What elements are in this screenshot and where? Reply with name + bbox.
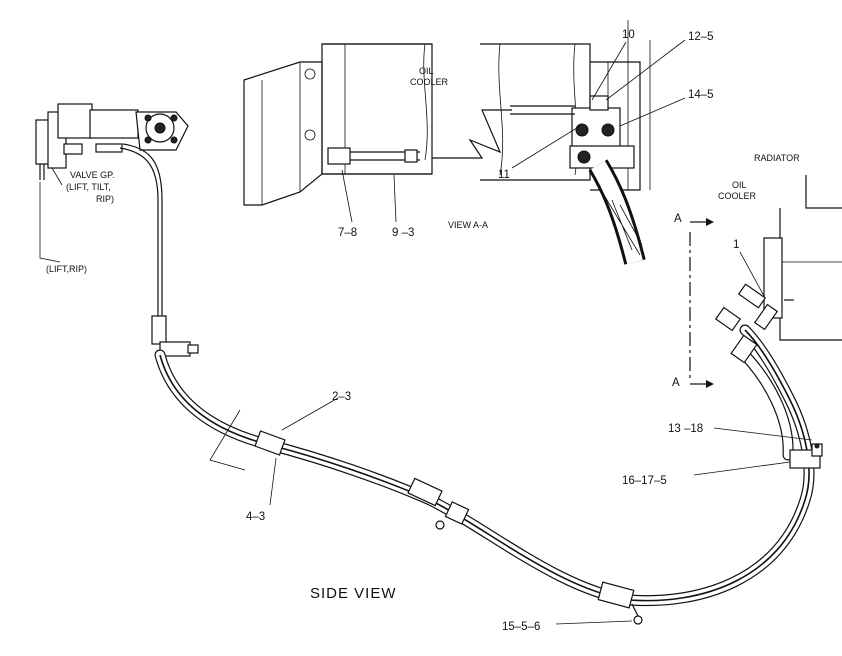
- valve-gp-label-3: RIP): [96, 194, 114, 204]
- section-line-a-a: [689, 218, 714, 388]
- section-mark-a-bottom: A: [672, 377, 680, 389]
- oil-cooler-label-right-2: COOLER: [718, 191, 757, 201]
- oil-cooler-label-top-1: OIL: [419, 66, 434, 76]
- oil-cooler-label-right-1: OIL: [732, 180, 747, 190]
- callout-11: 11: [498, 169, 510, 181]
- hose-clamp-2-3: [209, 409, 286, 471]
- view-a-a-detail: [243, 20, 651, 265]
- callout-1: 1: [733, 239, 739, 251]
- callout-15-5-6: 15–5–6: [502, 621, 540, 633]
- callout-14-5: 14–5: [688, 89, 714, 101]
- callout-9-3: 9 –3: [392, 227, 414, 239]
- supply-tube: [119, 147, 159, 318]
- lift-rip-label: (LIFT,RIP): [46, 264, 87, 274]
- section-mark-a-top: A: [674, 213, 682, 225]
- oil-cooler-label-top-2: COOLER: [410, 77, 449, 87]
- radiator-label: RADIATOR: [754, 153, 800, 163]
- valve-group: [35, 103, 189, 180]
- callout-10: 10: [622, 29, 635, 41]
- hose-clamp-15-5-6: [597, 581, 643, 625]
- callout-12-5: 12–5: [688, 31, 714, 43]
- valve-gp-label-1: VALVE GP.: [70, 170, 115, 180]
- callout-4-3: 4–3: [246, 511, 265, 523]
- radiator-oil-cooler: [714, 175, 842, 364]
- callout-16-17-5: 16–17–5: [622, 475, 667, 487]
- callout-2-3: 2–3: [332, 391, 351, 403]
- callout-13-18: 13 –18: [668, 423, 703, 435]
- hose-clamp-16-17-5: [789, 443, 823, 469]
- leader-lines: [39, 39, 813, 625]
- main-hose: [154, 324, 815, 607]
- callout-7-8: 7–8: [338, 227, 357, 239]
- elbow-fitting: [151, 315, 199, 357]
- valve-gp-label-2: (LIFT, TILT,: [66, 182, 111, 192]
- side-view-label: SIDE VIEW: [310, 585, 397, 602]
- view-a-a-label: VIEW A-A: [448, 220, 488, 230]
- hose-clamp-mid: [407, 477, 470, 530]
